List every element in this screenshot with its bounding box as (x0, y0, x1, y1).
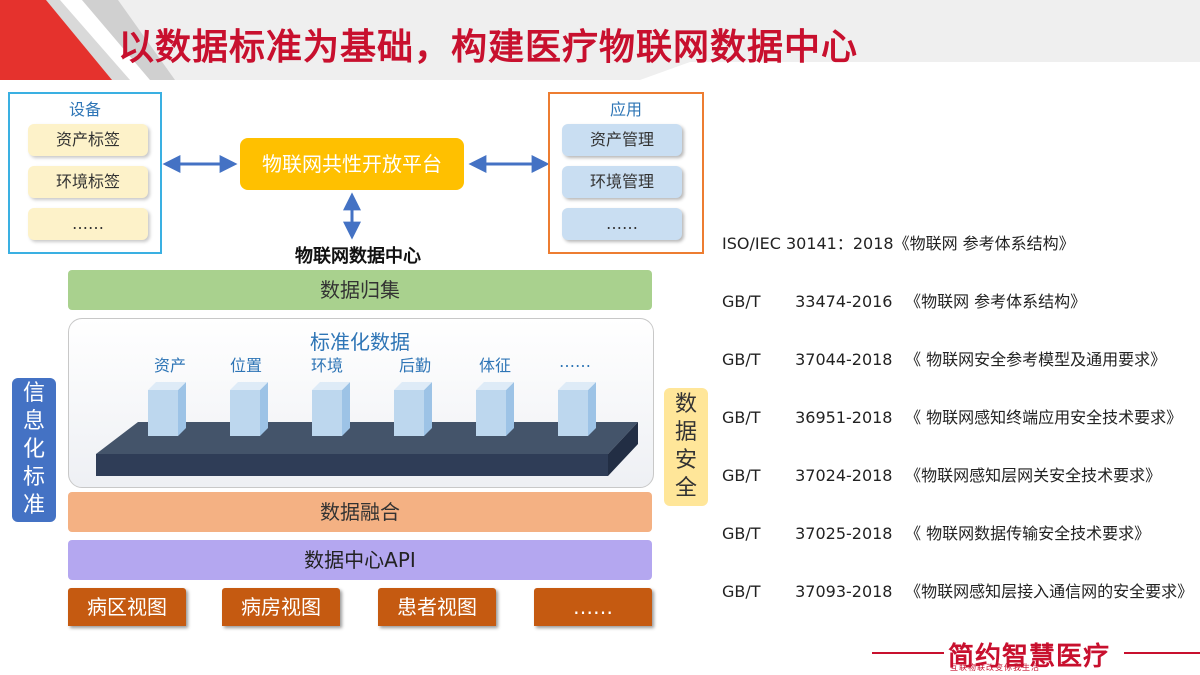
app-item-asset-management: 资产管理 (562, 124, 682, 156)
slide-title: 以数据标准为基础，构建医疗物联网数据中心 (118, 27, 859, 68)
standard-number: 30141：2018 (785, 234, 894, 253)
app-item-environment-management: 环境管理 (562, 166, 682, 198)
device-item-environment-tag: 环境标签 (28, 166, 148, 198)
standard-number: 37044-2018 (795, 350, 893, 369)
standard-code: GB/T (722, 350, 761, 369)
standard-line: GB/T 37093-2018 《物联网感知层接入通信网的安全要求》 (722, 578, 1193, 602)
standard-name: 《 物联网安全参考模型及通用要求》 (905, 350, 1167, 369)
logo-lines (872, 652, 1200, 654)
category-label-environment: 环境 (310, 356, 343, 375)
connector-arrows (162, 155, 550, 240)
standard-code: GB/T (722, 524, 761, 543)
devices-panel: 设备 资产标签 环境标签 …… (8, 92, 162, 254)
data-column-logistics (394, 382, 432, 436)
standard-number: 33474-2016 (795, 292, 893, 311)
devices-panel-title: 设备 (68, 100, 101, 119)
category-label-asset: 资产 (153, 356, 186, 375)
applications-panel: 应用 资产管理 环境管理 …… (548, 92, 704, 254)
standard-line: GB/T 37025-2018 《 物联网数据传输安全技术要求》 (722, 520, 1150, 544)
data-collection-layer: 数据归集 (68, 270, 652, 310)
device-item-asset-tag: 资产标签 (28, 124, 148, 156)
brand-logo: 简约智慧医疗 (948, 642, 1111, 672)
standard-code: GB/T (722, 408, 761, 427)
data-column-more (558, 382, 596, 436)
category-label-more: …… (559, 352, 591, 371)
brand-tagline: 互联物联改变你我生活 (950, 663, 1040, 672)
standard-number: 37025-2018 (795, 524, 893, 543)
header-background (0, 0, 1200, 80)
app-item-more: …… (562, 208, 682, 240)
standard-name: 《 物联网感知终端应用安全技术要求》 (905, 408, 1183, 427)
data-column-asset (148, 382, 186, 436)
standardized-data-title: 标准化数据 (310, 330, 410, 354)
data-column-environment (312, 382, 350, 436)
standard-line: GB/T 33474-2016 《物联网 参考体系结构》 (722, 288, 1086, 312)
standard-code: ISO/IEC (722, 234, 781, 253)
data-center-title: 物联网数据中心 (295, 246, 421, 267)
category-label-vitals: 体征 (478, 356, 511, 375)
standard-line: ISO/IEC 30141：2018《物联网 参考体系结构》 (722, 230, 1075, 254)
view-patient[interactable]: 患者视图 (378, 588, 496, 626)
standard-code: GB/T (722, 292, 761, 311)
data-column-location (230, 382, 268, 436)
data-center-api-layer: 数据中心API (68, 540, 652, 580)
category-label-location: 位置 (229, 356, 262, 375)
standard-name: 《物联网感知层网关安全技术要求》 (905, 466, 1162, 485)
standard-number: 37093-2018 (795, 582, 893, 601)
standard-name: 《物联网 参考体系结构》 (905, 292, 1087, 311)
standard-line: GB/T 37044-2018 《 物联网安全参考模型及通用要求》 (722, 346, 1166, 370)
standard-name: 《物联网 参考体系结构》 (893, 234, 1075, 253)
standard-name: 《物联网感知层接入通信网的安全要求》 (905, 582, 1194, 601)
data-security-side-label: 数据安全 (664, 388, 708, 506)
info-standard-text: 信息化标准 (22, 381, 45, 518)
standard-line: GB/T 36951-2018 《 物联网感知终端应用安全技术要求》 (722, 404, 1182, 428)
standard-line: GB/T 37024-2018 《物联网感知层网关安全技术要求》 (722, 462, 1161, 486)
applications-panel-title: 应用 (609, 100, 642, 119)
standard-code: GB/T (722, 582, 761, 601)
standard-number: 36951-2018 (795, 408, 893, 427)
iot-platform-box: 物联网共性开放平台 (240, 138, 464, 190)
view-more[interactable]: …… (534, 588, 652, 626)
data-platform-illustration (96, 382, 638, 476)
info-standard-side-label: 信息化标准 (12, 378, 56, 522)
device-item-more: …… (28, 208, 148, 240)
data-column-vitals (476, 382, 514, 436)
standard-name: 《 物联网数据传输安全技术要求》 (905, 524, 1151, 543)
category-label-logistics: 后勤 (398, 356, 431, 375)
view-ward[interactable]: 病区视图 (68, 588, 186, 626)
view-room[interactable]: 病房视图 (222, 588, 340, 626)
standard-number: 37024-2018 (795, 466, 893, 485)
data-security-text: 数据安全 (674, 392, 697, 501)
data-fusion-layer: 数据融合 (68, 492, 652, 532)
standard-code: GB/T (722, 466, 761, 485)
